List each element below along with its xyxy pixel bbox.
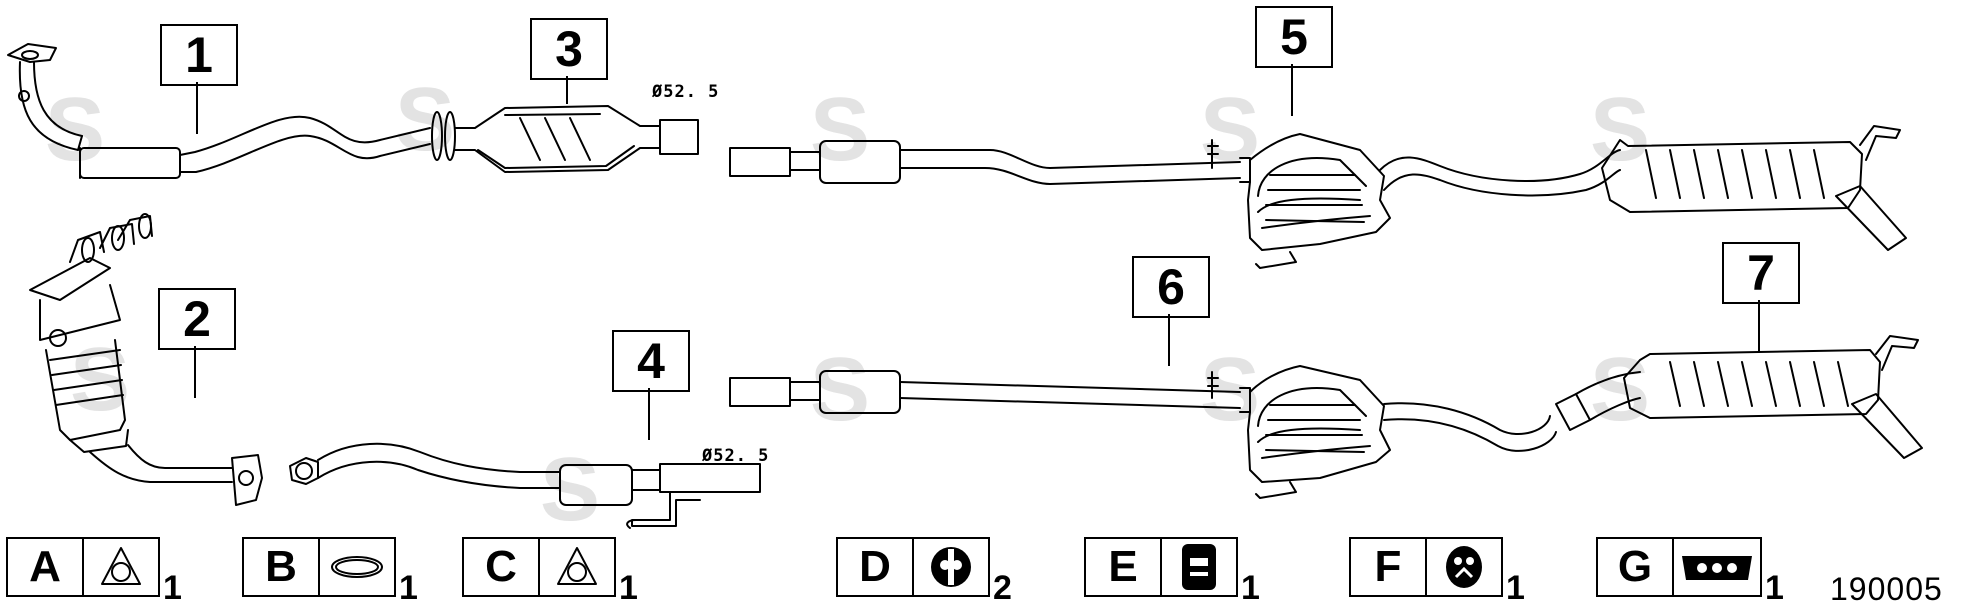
leader-line-2: [194, 346, 196, 398]
rubber-mount-icon: [1182, 544, 1216, 590]
callout-7: 7: [1722, 242, 1800, 304]
legend-item-b: B 1: [242, 537, 418, 605]
legend-item-a: A 1: [6, 537, 182, 605]
legend-quantity: 1: [1506, 569, 1525, 607]
leader-line-4: [648, 388, 650, 440]
diameter-label-top: Ø52. 5: [652, 82, 720, 102]
legend-letter: F: [1351, 539, 1427, 595]
legend-item-f: F 1: [1349, 537, 1525, 605]
part-5-rear-muffler-top: [1601, 125, 1907, 251]
legend-letter: E: [1086, 539, 1162, 595]
callout-5: 5: [1255, 6, 1333, 68]
leader-line-3: [566, 76, 568, 104]
svg-text:S: S: [45, 80, 105, 180]
triangular-flange-gasket-icon: [557, 547, 597, 585]
legend-letter: B: [244, 539, 320, 595]
ring-gasket-icon: [331, 556, 383, 578]
legend-item-c: C 1: [462, 537, 638, 605]
svg-text:S: S: [1590, 340, 1650, 440]
part-3-catalytic-converter: [454, 105, 699, 173]
rubber-hanger-icon: [931, 547, 971, 587]
callout-1: 1: [160, 24, 238, 86]
legend-letter: D: [838, 539, 914, 595]
part-5-center-muffler-top: [729, 133, 1621, 269]
part-4-intermediate-pipe: [289, 442, 761, 529]
legend-letter: A: [8, 539, 84, 595]
diameter-label-bottom: Ø52. 5: [702, 446, 770, 466]
legend-quantity: 1: [399, 569, 418, 607]
leader-line-6: [1168, 314, 1170, 366]
leader-line-1: [196, 82, 198, 134]
callout-6: 6: [1132, 256, 1210, 318]
legend-item-d: D 2: [836, 537, 1012, 605]
figure-number: 190005: [1830, 571, 1943, 607]
legend-letter: G: [1598, 539, 1674, 595]
part-1-front-pipe: [7, 43, 456, 179]
callout-2: 2: [158, 288, 236, 350]
legend-letter: C: [464, 539, 540, 595]
legend-item-g: G 1: [1596, 537, 1784, 605]
svg-text:S: S: [1200, 80, 1260, 180]
callout-4: 4: [612, 330, 690, 392]
legend-item-e: E 1: [1084, 537, 1260, 605]
leader-line-5: [1291, 64, 1293, 116]
part-7-rear-muffler-bottom: [1555, 335, 1923, 459]
rubber-hanger-icon: [1446, 546, 1482, 588]
legend-quantity: 1: [163, 569, 182, 607]
callout-3: 3: [530, 18, 608, 80]
part-2-manifold-catalyst: [29, 213, 263, 506]
legend-quantity: 1: [619, 569, 638, 607]
svg-text:S: S: [540, 440, 600, 540]
legend-quantity: 1: [1765, 569, 1784, 607]
legend-quantity: 1: [1241, 569, 1260, 607]
leader-line-7: [1758, 300, 1760, 352]
triangular-flange-gasket-icon: [101, 547, 141, 585]
legend-quantity: 2: [993, 569, 1012, 607]
rubber-strap-icon: [1682, 556, 1752, 580]
svg-text:S: S: [395, 70, 455, 170]
part-6-center-muffler-bottom: [729, 365, 1557, 499]
